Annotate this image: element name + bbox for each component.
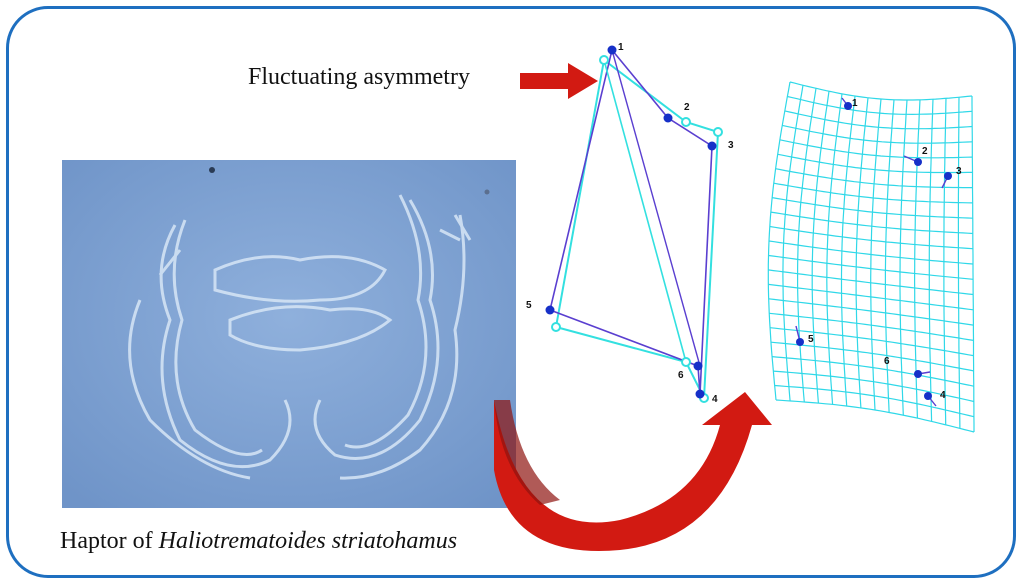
grid-landmark-label-6: 6 (884, 356, 890, 367)
grid-line (774, 384, 975, 418)
grid-landmark-labels: 1 2 3 4 5 6 (808, 98, 962, 401)
landmark-label-2: 2 (684, 102, 690, 113)
grid-landmark-label-5: 5 (808, 334, 814, 345)
fluctuating-asymmetry-label: Fluctuating asymmetry (248, 64, 470, 90)
grid-line (775, 168, 973, 189)
grid-line (772, 356, 974, 387)
grid-line (773, 182, 973, 204)
grid-line (768, 298, 974, 326)
landmark-label-6: 6 (678, 370, 684, 381)
grid-landmark-points (796, 102, 952, 400)
grid-line (773, 370, 974, 403)
grid-line (777, 153, 973, 174)
grid-line (768, 240, 974, 265)
landmark-points (545, 45, 717, 399)
grid-line (769, 327, 974, 357)
curved-red-arrow-icon (494, 392, 772, 551)
grid-landmark-label-3: 3 (956, 166, 962, 177)
grid-landmark-label-1: 1 (852, 98, 858, 109)
grid-line (779, 139, 973, 159)
grid-line (769, 225, 973, 250)
landmark-label-1: 1 (618, 42, 624, 53)
grid-landmark-label-2: 2 (922, 146, 928, 157)
landmark-label-5: 5 (526, 300, 532, 311)
landmark-labels: 1 2 3 4 5 6 (526, 42, 734, 405)
grid-line (768, 283, 974, 311)
grid-line (782, 124, 973, 144)
landmark-label-3: 3 (728, 140, 734, 151)
figure-caption: Haptor of Haliotrematoides striatohamus (60, 528, 457, 555)
grid-line (768, 269, 974, 296)
caption-species: Haliotrematoides striatohamus (158, 528, 458, 554)
grid-lines (767, 81, 975, 433)
grid-landmark-label-4: 4 (940, 390, 946, 401)
grid-line (787, 95, 973, 116)
grid-line (768, 254, 974, 280)
grid-line (775, 399, 975, 433)
grid-line (770, 211, 973, 235)
grid-line (789, 81, 973, 101)
grid-line (784, 110, 973, 130)
grid-line (769, 312, 974, 341)
red-right-arrow-icon (520, 63, 598, 99)
grid-line (772, 197, 973, 219)
caption-prefix: Haptor of (60, 528, 159, 554)
landmark-label-4: 4 (712, 394, 718, 405)
grid-line (770, 341, 974, 372)
